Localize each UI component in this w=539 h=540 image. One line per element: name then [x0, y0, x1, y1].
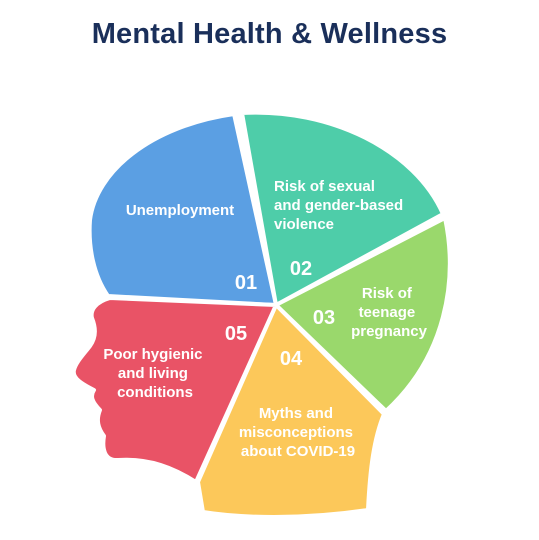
segment-02-number: 02 — [290, 258, 312, 280]
segment-03-label-line-1: Risk of — [362, 285, 413, 302]
segment-03-shape — [274, 216, 452, 413]
segment-02-label-line-1: Risk of sexual — [274, 178, 375, 195]
segment-04-shape — [196, 303, 386, 519]
svg-text:Poor hygienic and living: Poor hygienic and living conditions — [103, 346, 206, 401]
segment-04-label-line-3: about COVID-19 — [241, 443, 355, 460]
segment-02-shape — [240, 110, 445, 307]
segment-03-label-line-3: pregnancy — [351, 323, 428, 340]
svg-text:Unemployment: Unemployment — [126, 202, 234, 219]
segment-03: Risk of teenage pregnancy 03 — [274, 216, 452, 413]
segment-01: Unemployment 01 — [87, 112, 278, 307]
segment-03-number: 03 — [313, 307, 335, 329]
segment-02-label-line-2: and gender-based — [274, 197, 403, 214]
segment-01-number: 01 — [235, 272, 257, 294]
page-title: Mental Health & Wellness — [91, 18, 448, 50]
svg-text:Risk of teenage pr: Risk of teenage pregnancy — [351, 285, 428, 340]
segment-05-label-line-2: and living — [118, 365, 188, 382]
segment-04-label-line-2: misconceptions — [239, 424, 353, 441]
segment-02-label-line-3: violence — [274, 216, 334, 233]
segment-05-label-line-1: Poor hygienic — [103, 346, 202, 363]
segment-04-number: 04 — [280, 348, 303, 370]
segment-03-label-line-2: teenage — [359, 304, 416, 321]
segment-04: Myths and misconceptions about COVID-19 … — [196, 303, 386, 519]
segment-05-label-line-3: conditions — [117, 384, 193, 401]
svg-text:Risk of sexual and gende: Risk of sexual and gender-based violence — [274, 178, 407, 233]
segment-05-shape — [71, 296, 278, 484]
segment-04-label-line-1: Myths and — [259, 405, 333, 422]
segment-05-number: 05 — [225, 323, 247, 345]
segment-02: Risk of sexual and gender-based violence… — [240, 110, 445, 307]
segment-05: Poor hygienic and living conditions 05 — [71, 296, 278, 484]
segment-01-label-line-1: Unemployment — [126, 202, 234, 219]
segment-01-shape — [87, 112, 278, 307]
svg-text:Myths and misconceptions: Myths and misconceptions about COVID-19 — [239, 405, 357, 460]
